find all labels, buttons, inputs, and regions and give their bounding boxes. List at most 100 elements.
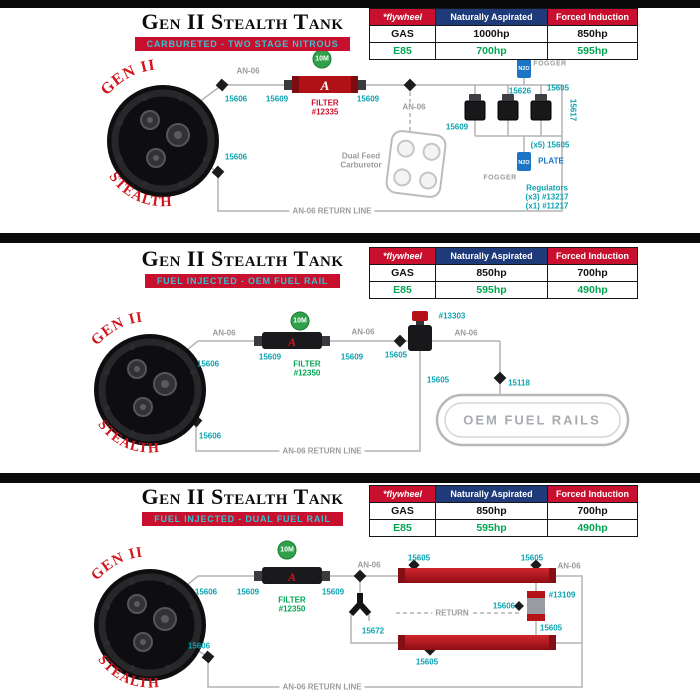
- spec-header-na: Naturally Aspirated: [435, 485, 547, 502]
- fuel-pressure-regulator: [408, 311, 432, 351]
- splitter-part-label: 15672: [361, 626, 385, 636]
- nitrous-regulators: [464, 94, 552, 121]
- fitting-label: 15609: [445, 122, 469, 132]
- an06-label: AN-06: [236, 66, 260, 76]
- filter-part-label: #12335: [311, 107, 339, 117]
- fuel-filter-black: A: [262, 567, 322, 584]
- fitting-label: 15606: [187, 641, 211, 651]
- divider-bar: [0, 0, 700, 8]
- filter-name-label: FILTER: [311, 98, 339, 108]
- fitting-label: 15606: [196, 359, 220, 369]
- fuel-tank: GEN II STEALTH: [88, 310, 206, 457]
- filter-logo: A: [320, 78, 330, 93]
- y-splitter: [348, 593, 372, 617]
- spec-header-fi: Forced Induction: [547, 8, 637, 25]
- spec-e85-fi: 490hp: [547, 281, 637, 298]
- dual-fuel-rails: [398, 568, 556, 650]
- spec-fuel-gas: GAS: [369, 25, 435, 42]
- fitting-label: 15609: [236, 587, 260, 597]
- fitting-label: 15605: [415, 657, 439, 667]
- spec-table: *flywheel Naturally Aspirated Forced Ind…: [369, 247, 638, 299]
- fuel-filter-black: A: [262, 332, 322, 349]
- panel-oem-rail: Gen II Stealth Tank FUEL INJECTED - OEM …: [0, 233, 700, 473]
- page-title: Gen II Stealth Tank: [141, 246, 344, 271]
- spec-header-flywheel: *flywheel: [369, 247, 435, 264]
- fitting-label: 15605: [407, 553, 431, 563]
- solenoid-bottom-text: N2O: [518, 160, 530, 166]
- fuel-rail-top: [398, 568, 556, 583]
- an06-label: AN-06: [351, 327, 375, 337]
- fitting-label: 15609: [321, 587, 345, 597]
- fitting-label: 15606: [194, 587, 218, 597]
- oem-fuel-rails: [435, 393, 630, 447]
- spec-e85-na: 595hp: [435, 281, 547, 298]
- spec-e85-fi: 595hp: [547, 42, 637, 59]
- spec-fuel-e85: E85: [369, 42, 435, 59]
- fuel-rail-bottom: [398, 635, 556, 650]
- spec-gas-na: 1000hp: [435, 25, 547, 42]
- panel-subtitle: FUEL INJECTED - OEM FUEL RAIL: [144, 274, 341, 288]
- oem-rails-label: OEM FUEL RAILS: [463, 412, 601, 428]
- spec-header-fi: Forced Induction: [547, 247, 637, 264]
- fitting-label: 15609: [258, 352, 282, 362]
- return-line-label: AN-06 RETURN LINE: [279, 446, 365, 456]
- filter-name-label: FILTER: [293, 359, 321, 369]
- panel-subtitle: FUEL INJECTED - DUAL FUEL RAIL: [142, 512, 343, 526]
- carburetor-label: Carburetor: [340, 160, 382, 170]
- filter-part-label: #12350: [293, 368, 321, 378]
- diagram-dual-rail: A GEN II: [88, 545, 583, 692]
- fitting-label: 15606: [224, 152, 248, 162]
- return-line-label: AN-06 RETURN LINE: [279, 682, 365, 692]
- divider-bar: [0, 233, 700, 243]
- fuel-filter-red: A: [292, 76, 358, 93]
- spec-e85-na: 700hp: [435, 42, 547, 59]
- panel-carbureted: Gen II Stealth Tank CARBURETED - TWO STA…: [0, 0, 700, 233]
- plate-solenoid: [517, 152, 531, 171]
- fitting-label: 15606: [198, 431, 222, 441]
- an06-label: AN-06: [212, 328, 236, 338]
- page-title: Gen II Stealth Tank: [141, 9, 344, 34]
- fitting-label-vertical: 15617: [568, 98, 578, 122]
- fitting-label: 15626: [508, 86, 532, 96]
- page-title: Gen II Stealth Tank: [141, 484, 344, 509]
- spec-header-na: Naturally Aspirated: [435, 8, 547, 25]
- spec-gas-na: 850hp: [435, 502, 547, 519]
- fogger-label: FOGGER: [483, 174, 517, 182]
- spec-header-na: Naturally Aspirated: [435, 247, 547, 264]
- fuel-tank: GEN II STEALTH: [88, 545, 206, 692]
- fitting-label: 15605: [546, 83, 570, 93]
- spec-gas-na: 850hp: [435, 264, 547, 281]
- regulators-label: Regulators: [526, 183, 568, 193]
- diagram-carbureted: A N2O N2O: [98, 57, 563, 212]
- panel-subtitle: CARBURETED - TWO STAGE NITROUS: [134, 37, 351, 51]
- line-fittings: [211, 78, 417, 179]
- carburetor-label: Dual Feed: [341, 151, 381, 161]
- filter-name-label: FILTER: [278, 595, 306, 605]
- return-label: RETURN: [432, 608, 472, 618]
- divider-bar: [0, 473, 700, 483]
- spec-table: *flywheel Naturally Aspirated Forced Ind…: [369, 485, 638, 537]
- fuel-lines: [179, 78, 563, 212]
- filter-part-label: #12350: [278, 604, 306, 614]
- spec-fuel-gas: GAS: [369, 502, 435, 519]
- fitting-label: 15605: [539, 623, 563, 633]
- diagram-oem-rail: A GEN II STEALTH: [88, 310, 630, 457]
- spec-header-fi: Forced Induction: [547, 485, 637, 502]
- fitting-label: 15605: [384, 350, 408, 360]
- fitting-label: 15118: [508, 378, 530, 388]
- filter-logo: A: [287, 335, 296, 349]
- spec-table: *flywheel Naturally Aspirated Forced Ind…: [369, 8, 638, 60]
- panel-header: Gen II Stealth Tank FUEL INJECTED - DUAL…: [70, 485, 415, 527]
- spec-header-flywheel: *flywheel: [369, 8, 435, 25]
- plate-label: PLATE: [538, 156, 564, 166]
- spec-gas-fi: 700hp: [547, 264, 637, 281]
- fuel-tank: GEN II STEALTH: [98, 57, 219, 210]
- filter-logo: A: [287, 570, 296, 584]
- an06-label: AN-06: [357, 560, 381, 570]
- dual-feed-carburetor: [385, 130, 447, 198]
- spec-gas-fi: 850hp: [547, 25, 637, 42]
- fitting-label: 15606: [492, 601, 516, 611]
- spec-e85-na: 595hp: [435, 519, 547, 536]
- spec-fuel-gas: GAS: [369, 264, 435, 281]
